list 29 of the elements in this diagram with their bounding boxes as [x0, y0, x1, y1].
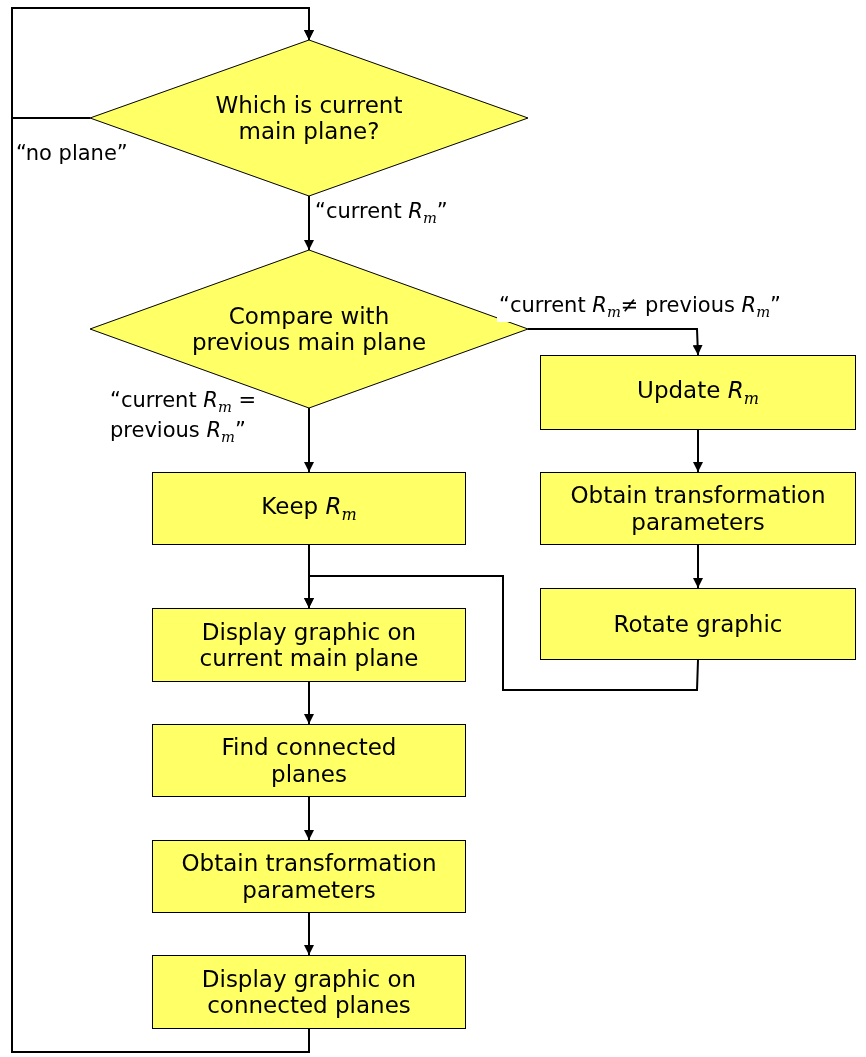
process-box: [152, 608, 466, 682]
process-box: [540, 588, 856, 660]
arrow: [304, 796, 314, 841]
node-text: Display graphic on current main plane: [198, 618, 420, 672]
arrow: [304, 544, 314, 609]
process-box: [540, 355, 856, 430]
arrow: [304, 407, 314, 473]
node-text: Compare with previous main plane: [190, 302, 428, 356]
node-text: Obtain transformation parameters: [569, 482, 827, 535]
node-text: Which is current main plane?: [214, 91, 404, 145]
process-box: [152, 840, 466, 913]
node-text: Update R$_{m}$: [637, 376, 759, 409]
arrow: [693, 544, 703, 589]
process-box: [152, 955, 466, 1029]
arrow: [11, 7, 314, 1053]
process-box: [540, 472, 856, 545]
node-text: Find connected planes: [220, 734, 398, 787]
node-text: Rotate graphic: [613, 610, 783, 638]
arrow: [693, 429, 703, 473]
node-text: Obtain transformation parameters: [180, 850, 438, 903]
arrow: [304, 912, 314, 956]
process-box: [152, 472, 466, 545]
arrow: [304, 681, 314, 725]
edge-label: “current R$_{m}$ = previous R$_{m}$”: [109, 387, 258, 447]
arrow: [527, 328, 703, 356]
process-box: [152, 724, 466, 797]
node-text: Keep R$_{m}$: [261, 492, 357, 525]
arrow: [304, 195, 314, 251]
node-text: Display graphic on connected planes: [200, 965, 418, 1019]
